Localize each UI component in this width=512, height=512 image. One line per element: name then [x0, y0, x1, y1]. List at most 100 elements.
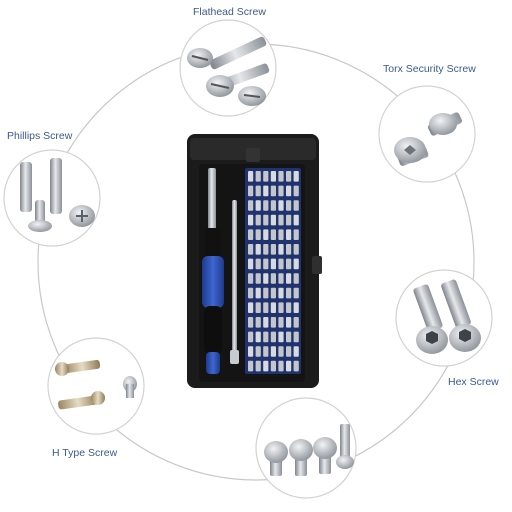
screwdriver-bit — [278, 317, 284, 328]
screwdriver-bit — [293, 171, 299, 182]
hex-screw-label: Hex Screw — [448, 376, 499, 388]
torx-security-screw-label: Torx Security Screw — [383, 63, 476, 75]
screwdriver-bit — [293, 214, 299, 226]
screwdriver-bit — [270, 171, 276, 182]
screwdriver-bit — [248, 200, 254, 211]
torx-security-screw-bubble — [378, 85, 476, 183]
screwdriver-bit — [255, 273, 261, 284]
screwdriver-bit — [270, 200, 276, 211]
screwdriver-bit — [278, 244, 284, 255]
screwdriver-bit — [248, 258, 254, 270]
screwdriver-bit — [263, 244, 269, 255]
screwdriver-bit — [263, 346, 269, 357]
screwdriver-bit — [293, 360, 299, 372]
screwdriver-bit — [278, 200, 284, 211]
screwdriver-bit — [270, 317, 276, 328]
screwdriver-bit — [248, 244, 254, 255]
screwdriver-bit — [278, 331, 284, 343]
screwdriver-bit — [248, 302, 254, 313]
h-type-screw-bubble — [47, 337, 145, 435]
tool-case — [187, 134, 322, 388]
screwdriver-bit — [270, 360, 276, 372]
screwdriver-bit — [293, 258, 299, 270]
screwdriver-bit — [248, 185, 254, 197]
screwdriver-bit — [248, 346, 254, 357]
screwdriver-bit — [270, 214, 276, 226]
h-type-screw-label: H Type Screw — [52, 447, 118, 459]
screwdriver-bit — [270, 229, 276, 240]
screwdriver-bit — [286, 185, 292, 197]
screwdriver-bit — [255, 346, 261, 357]
screwdriver-bit — [286, 287, 292, 299]
screwdriver-bit — [293, 287, 299, 299]
screwdriver-bit — [255, 171, 261, 182]
screwdriver-bit — [278, 185, 284, 197]
screwdriver-bit — [263, 317, 269, 328]
screwdriver-bit — [293, 331, 299, 343]
screwdriver-bit — [255, 331, 261, 343]
screwdriver-bit — [293, 273, 299, 284]
screwdriver-bit — [278, 171, 284, 182]
screwdriver-bit — [248, 331, 254, 343]
screwdriver-bit — [278, 287, 284, 299]
screwdriver-bit — [255, 185, 261, 197]
screwdriver-bit — [286, 302, 292, 313]
screwdriver-bit — [278, 229, 284, 240]
screwdriver-bit — [255, 302, 261, 313]
screwdriver-bit — [278, 258, 284, 270]
screwdriver-bit — [263, 273, 269, 284]
screwdriver-bit — [263, 229, 269, 240]
screwdriver-bit — [248, 229, 254, 240]
screwdriver-bit — [270, 185, 276, 197]
screwdriver-bit — [278, 214, 284, 226]
screwdriver-bit — [293, 317, 299, 328]
screwdriver-bit — [278, 360, 284, 372]
screwdriver-bit — [270, 302, 276, 313]
screwdriver-bit — [286, 346, 292, 357]
screwdriver-bit — [248, 214, 254, 226]
screwdriver-bit — [263, 200, 269, 211]
hex-screw-bubble — [395, 269, 493, 367]
screwdriver-bit — [255, 229, 261, 240]
screwdriver-bit — [293, 302, 299, 313]
bottom-screws-bubble — [255, 397, 357, 499]
flathead-screw-label: Flathead Screw — [193, 6, 266, 18]
screwdriver-bit — [293, 346, 299, 357]
screwdriver-bit — [278, 302, 284, 313]
screwdriver-bit — [248, 317, 254, 328]
screwdriver-bit — [263, 185, 269, 197]
phillips-screw-bubble — [3, 149, 101, 247]
screwdriver-bit — [278, 273, 284, 284]
screwdriver-bit — [270, 258, 276, 270]
screwdriver-bit — [263, 360, 269, 372]
screwdriver-bit — [286, 317, 292, 328]
screwdriver-bit — [286, 214, 292, 226]
screwdriver-bit — [255, 317, 261, 328]
phillips-screw-label: Phillips Screw — [7, 130, 73, 142]
screwdriver-bit — [270, 346, 276, 357]
screwdriver-bit — [286, 244, 292, 255]
screwdriver-bit — [255, 287, 261, 299]
bit-grid — [245, 168, 301, 374]
flathead-screw-bubble — [179, 19, 277, 117]
screwdriver-bit — [263, 287, 269, 299]
screwdriver-bit — [293, 200, 299, 211]
screwdriver-bit — [270, 244, 276, 255]
screwdriver-bit — [293, 185, 299, 197]
screwdriver-bit — [286, 200, 292, 211]
screwdriver-bit — [270, 287, 276, 299]
screwdriver-bit — [263, 302, 269, 313]
screwdriver-bit — [248, 360, 254, 372]
screwdriver-bit — [293, 244, 299, 255]
screwdriver-bit — [263, 171, 269, 182]
screwdriver-bit — [286, 331, 292, 343]
screwdriver-bit — [255, 214, 261, 226]
screwdriver-bit — [255, 360, 261, 372]
screwdriver-bit — [286, 360, 292, 372]
screwdriver-bit — [248, 273, 254, 284]
screwdriver-bit — [286, 171, 292, 182]
screwdriver-bit — [248, 287, 254, 299]
screwdriver-bit — [263, 331, 269, 343]
